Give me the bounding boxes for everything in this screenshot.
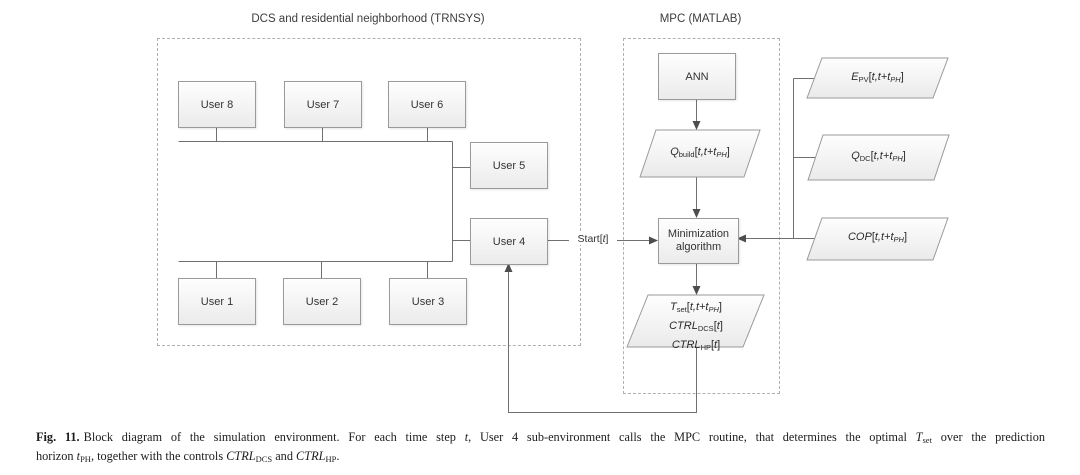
trnsys-dashed-container bbox=[157, 38, 581, 346]
arrowhead-min-to-output bbox=[692, 286, 701, 295]
cop-parallelogram bbox=[806, 217, 949, 261]
user-1-label: User 1 bbox=[200, 295, 234, 308]
cop-label: COP[t,t+tPH] bbox=[847, 231, 908, 244]
box-user-1: User 1 bbox=[178, 278, 256, 325]
box-minimization-algorithm: Minimization algorithm bbox=[658, 218, 739, 264]
arrowhead-inputs-to-min bbox=[737, 234, 746, 243]
figure-caption: Fig. 11.Block diagram of the simulation … bbox=[36, 430, 1045, 467]
epv-parallelogram bbox=[806, 57, 949, 99]
user-6-label: User 6 bbox=[410, 98, 444, 111]
caption-line-1: Fig. 11.Block diagram of the simulation … bbox=[36, 430, 1046, 445]
tset-label: Tset[t,t+tPH] bbox=[670, 301, 722, 314]
arrowhead-start-to-min bbox=[649, 236, 658, 245]
arrowhead-ann-to-qbuild bbox=[692, 121, 701, 130]
ann-label: ANN bbox=[685, 70, 709, 83]
epv-label: EPV[t,t+tPH] bbox=[851, 71, 904, 84]
minimization-label-line1: Minimization bbox=[667, 228, 730, 240]
box-user-8: User 8 bbox=[178, 81, 256, 128]
qbuild-label: Qbuild[t,t+tPH] bbox=[670, 146, 730, 159]
qdc-label: QDC[t,t+tPH] bbox=[851, 150, 906, 163]
connector-wires-layer bbox=[178, 57, 950, 413]
qdc-parallelogram bbox=[807, 134, 950, 181]
user-5-label: User 5 bbox=[492, 159, 526, 172]
output-labels: Tset[t,t+tPH] CTRLDCS[t] CTRLHP[t] bbox=[632, 299, 760, 356]
ctrl-dcs-label: CTRLDCS[t] bbox=[669, 320, 723, 333]
user-2-label: User 2 bbox=[305, 295, 339, 308]
trnsys-section-title: DCS and residential neighborhood (TRNSYS… bbox=[251, 13, 485, 25]
user-8-label: User 8 bbox=[200, 98, 234, 111]
output-parallelogram bbox=[626, 294, 765, 348]
caption-line-2: horizon tPH, together with the controls … bbox=[36, 449, 340, 464]
figure-number: Fig. 11. bbox=[36, 430, 80, 444]
start-signal-label: Start[t] bbox=[569, 233, 617, 245]
feedback-loop-line bbox=[508, 267, 697, 413]
box-user-4: User 4 bbox=[470, 218, 548, 265]
box-user-3: User 3 bbox=[389, 278, 467, 325]
box-ann: ANN bbox=[658, 53, 736, 100]
arrowhead-qbuild-to-min bbox=[692, 209, 701, 218]
ctrl-hp-label: CTRLHP[t] bbox=[671, 339, 721, 352]
minimization-label-line2: algorithm bbox=[675, 241, 722, 253]
arrowhead-feedback-to-user4 bbox=[504, 263, 513, 272]
user-4-label: User 4 bbox=[492, 235, 526, 248]
mpc-dashed-container bbox=[623, 38, 780, 394]
qbuild-parallelogram bbox=[639, 129, 761, 178]
user-7-label: User 7 bbox=[306, 98, 340, 111]
user-3-label: User 3 bbox=[411, 295, 445, 308]
box-user-7: User 7 bbox=[284, 81, 362, 128]
box-user-2: User 2 bbox=[283, 278, 361, 325]
mpc-section-title: MPC (MATLAB) bbox=[659, 13, 742, 25]
box-user-5: User 5 bbox=[470, 142, 548, 189]
box-user-6: User 6 bbox=[388, 81, 466, 128]
